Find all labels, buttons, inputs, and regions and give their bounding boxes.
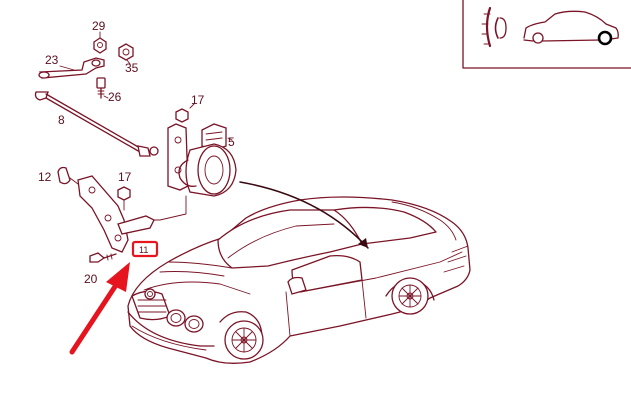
callout-17-top: 17 (191, 93, 205, 107)
nut-29 (93, 37, 107, 54)
level-sensor-5 (141, 103, 237, 221)
rear-wheel (385, 277, 435, 315)
callout-29: 29 (92, 19, 106, 33)
rod-8 (34, 91, 159, 157)
red-arrow-icon (69, 262, 130, 355)
lever-23 (38, 57, 105, 79)
callout-8: 8 (58, 113, 65, 127)
bolt-20 (89, 252, 117, 263)
inset-panel (462, 0, 631, 69)
car-side-icon (523, 10, 619, 46)
car-illustration (127, 196, 471, 364)
headlamp-beam-icon (481, 6, 507, 48)
callout-12: 12 (38, 170, 52, 184)
callout-labels: 29 23 35 26 8 17 5 12 17 20 11 (38, 19, 235, 286)
bolt-26 (96, 77, 109, 99)
linkage-assembly (34, 31, 159, 157)
callout-23: 23 (45, 53, 59, 67)
highlight-box (131, 240, 159, 258)
callout-26: 26 (108, 90, 122, 104)
front-wheel (219, 311, 264, 360)
callout-5: 5 (228, 135, 235, 149)
location-pointer (239, 181, 369, 249)
callout-11: 11 (139, 245, 148, 255)
callout-35: 35 (125, 61, 139, 75)
mounting-bracket (57, 166, 155, 263)
nut-35 (118, 43, 134, 61)
callout-17-lower: 17 (118, 170, 132, 184)
callout-20: 20 (84, 272, 98, 286)
